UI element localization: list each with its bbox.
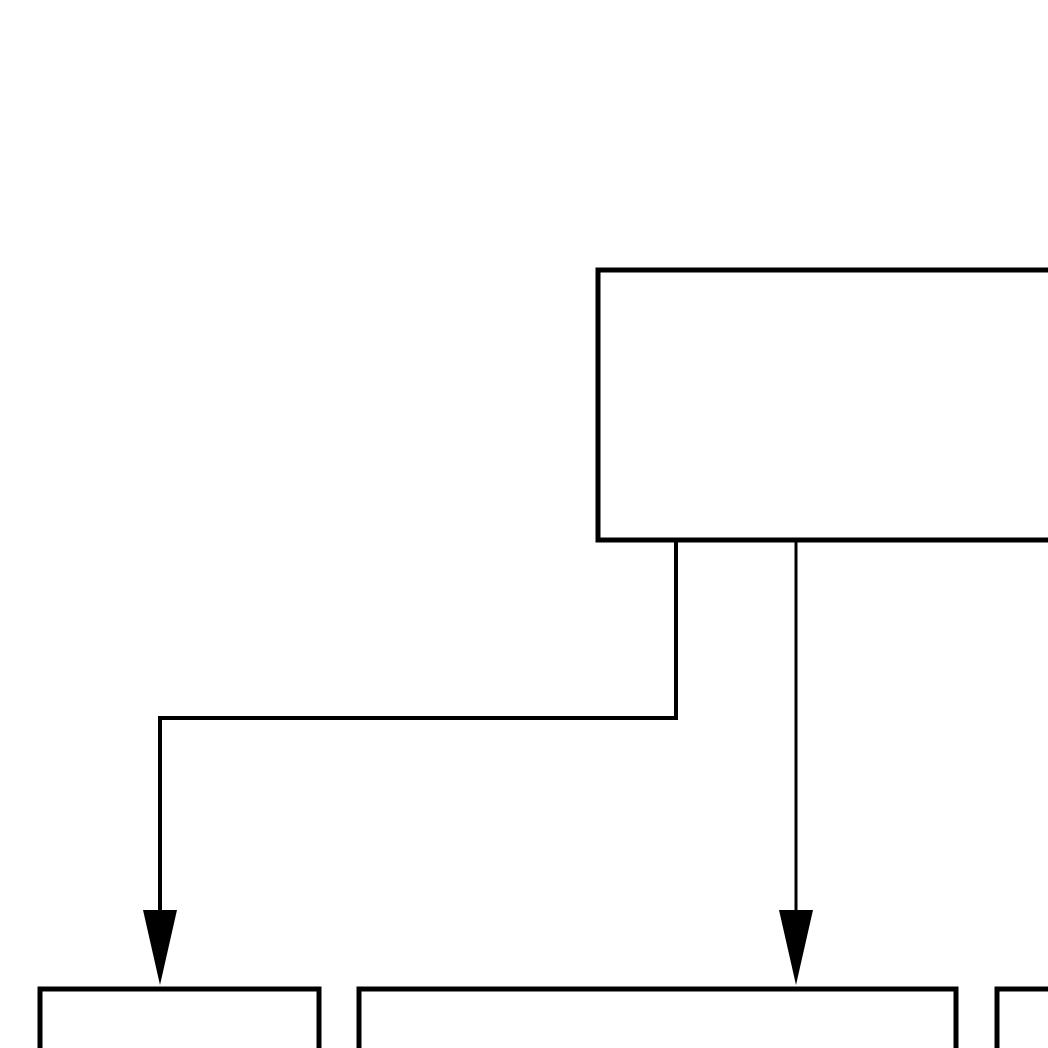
parent-node [595, 267, 1048, 543]
child-node-middle [356, 986, 959, 1048]
child-node-right [994, 986, 1048, 1048]
edge-parent-to-left-line [158, 540, 678, 912]
edge-parent-to-middle [779, 540, 813, 985]
child-node-left-box [37, 986, 322, 1048]
child-node-middle-box [356, 986, 959, 1048]
child-node-right-box [994, 986, 1048, 1048]
child-node-left [37, 986, 322, 1048]
parent-node-box [595, 267, 1048, 543]
arrowhead-left-icon [143, 910, 177, 985]
edge-parent-to-left [143, 540, 678, 985]
arrowhead-middle-icon [779, 910, 813, 985]
